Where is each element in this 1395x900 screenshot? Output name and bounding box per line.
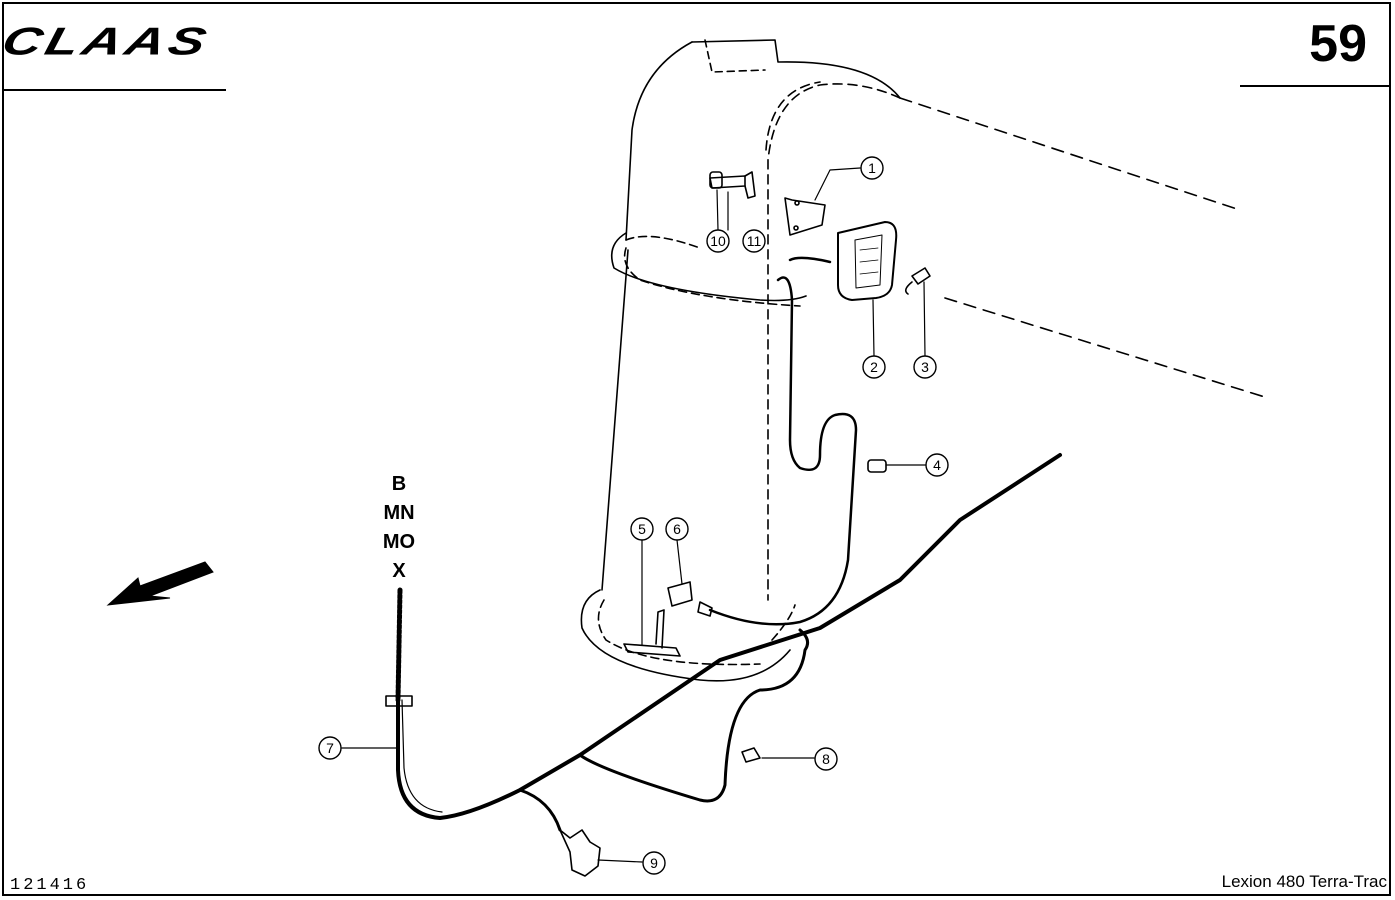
leader-lines: [341, 167, 927, 863]
callout-number: 2: [870, 359, 878, 375]
bracket-part-11: [709, 171, 756, 199]
callout-number: 3: [921, 359, 929, 375]
connector-housings: [385, 581, 713, 877]
callout-number: 9: [650, 855, 658, 871]
bolt-part-3: [904, 267, 931, 295]
variant-code: B: [391, 473, 407, 495]
callout-10: 10: [706, 229, 730, 253]
callout-number: 10: [710, 233, 726, 249]
wiring-harness: [395, 256, 1062, 832]
page-number: 59: [1309, 15, 1367, 73]
callout-11: 11: [742, 229, 766, 253]
drawing-id: 121416: [10, 876, 90, 895]
bracket-part-5: [623, 609, 681, 657]
callout-number: 7: [326, 740, 334, 756]
bracket-part-1: [784, 197, 826, 236]
callout-number: 11: [747, 233, 762, 249]
callout-6: 6: [665, 517, 689, 541]
variant-codes: B MN MO X: [370, 470, 428, 586]
callout-number: 6: [673, 521, 681, 537]
callout-number: 8: [822, 751, 830, 767]
callout-3: 3: [913, 355, 937, 379]
callout-4: 4: [925, 453, 949, 477]
callout-number: 4: [933, 457, 941, 473]
callout-9: 9: [642, 851, 666, 875]
variant-code: MO: [382, 531, 416, 553]
callout-2: 2: [862, 355, 886, 379]
callout-8: 8: [814, 747, 838, 771]
unloading-auger-tube: [580, 39, 1269, 682]
logo-rule: [4, 89, 226, 91]
page-number-rule: [1240, 85, 1390, 87]
clip-part-4: [867, 459, 887, 473]
callout-number: 1: [868, 160, 876, 176]
callout-1: 1: [860, 156, 884, 180]
callout-number: 5: [638, 521, 646, 537]
work-lamp-part-2: [837, 221, 898, 301]
direction-arrow-icon: [106, 561, 214, 606]
callout-7: 7: [318, 736, 342, 760]
clip-part-8: [741, 747, 761, 763]
variant-code: X: [392, 560, 406, 582]
variant-code: MN: [383, 502, 415, 524]
callout-5: 5: [630, 517, 654, 541]
model-name: Lexion 480 Terra-Trac: [1221, 872, 1387, 891]
